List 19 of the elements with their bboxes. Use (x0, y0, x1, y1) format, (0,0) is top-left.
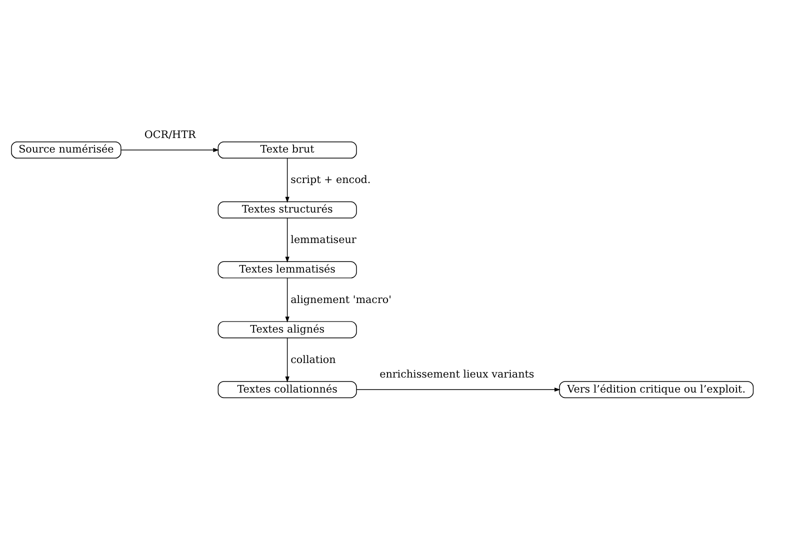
arrow (285, 278, 290, 323)
arrow (285, 158, 290, 203)
node-box: Textes lemmatisés (218, 261, 357, 278)
edge-label: enrichissement lieux variants (380, 368, 534, 381)
edge-label: lemmatiseur (290, 234, 356, 246)
node-box: Vers l’édition critique ou l’exploit. (559, 381, 754, 398)
edge-label: script + encod. (290, 174, 371, 186)
node-box: Source numérisée (11, 141, 122, 158)
edge-label: collation (290, 354, 336, 366)
arrow (285, 218, 290, 263)
node-box: Textes alignés (218, 321, 357, 338)
arrow (285, 337, 290, 382)
arrow (356, 388, 560, 392)
node-box: Textes collationnés (218, 381, 357, 398)
node-box: Texte brut (218, 141, 357, 158)
edge-label: OCR/HTR (144, 128, 196, 141)
arrow (120, 148, 220, 152)
node-box: Textes structurés (218, 201, 357, 218)
edge-label: alignement 'macro' (290, 294, 392, 306)
